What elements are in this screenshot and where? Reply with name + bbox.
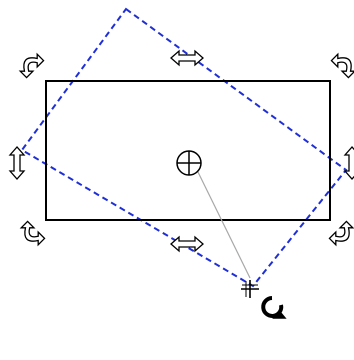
rotate-handle-bottom-left[interactable] <box>18 220 46 247</box>
rotation-guide-line <box>196 169 251 279</box>
rotate-arrow-icon <box>330 52 354 79</box>
vertical-double-arrow-icon <box>8 146 26 180</box>
vertical-double-arrow-icon <box>343 146 354 180</box>
rotate-cursor <box>241 280 287 319</box>
rotate-handle-top-left[interactable] <box>17 51 45 79</box>
rotate-arrow-icon <box>18 52 45 79</box>
rotation-preview-outline <box>20 7 348 288</box>
rotate-cursor-icon <box>261 296 287 319</box>
rotate-arrow-icon <box>19 220 46 247</box>
horizontal-double-arrow-icon <box>170 235 204 253</box>
rotate-handle-top-right[interactable] <box>330 51 354 79</box>
horizontal-double-arrow-icon <box>170 49 204 67</box>
crosshair-icon <box>241 280 259 298</box>
scale-handle-middle-left[interactable] <box>8 146 26 180</box>
rotation-center-icon[interactable] <box>176 150 202 176</box>
rotate-handle-bottom-right[interactable] <box>328 220 354 247</box>
selected-rectangle[interactable] <box>45 80 331 221</box>
scale-handle-bottom-center[interactable] <box>170 235 204 253</box>
rotate-arrow-icon <box>328 220 354 247</box>
scale-handle-top-center[interactable] <box>170 49 204 67</box>
scale-handle-middle-right[interactable] <box>343 146 354 180</box>
